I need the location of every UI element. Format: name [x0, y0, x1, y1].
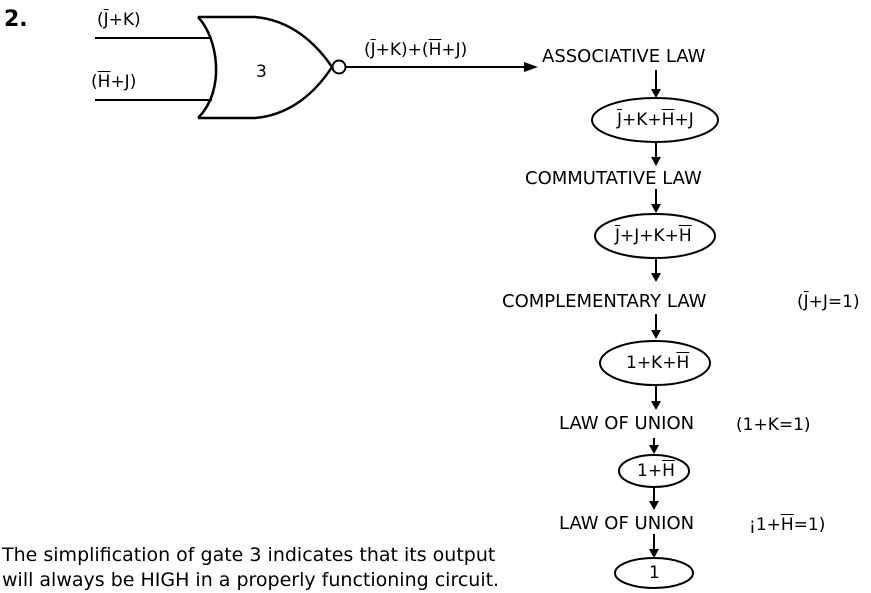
result-expression-3: 1+K+H — [626, 353, 690, 373]
conclusion-line-1: The simplification of gate 3 indicates t… — [2, 544, 496, 566]
result-expression-4: 1+H — [637, 461, 675, 481]
step-note-union-1: (1+K=1) — [736, 415, 811, 435]
gate-back-curve — [197, 16, 218, 119]
step-note-union-2: ¡1+H=1) — [749, 515, 826, 535]
result-expression-5: 1 — [649, 563, 660, 583]
result-ellipse-3 — [599, 340, 711, 386]
step-law-union-1: LAW OF UNION — [559, 413, 695, 434]
flow-arrows — [649, 70, 661, 558]
step-law-commutative: COMMUTATIVE LAW — [525, 168, 702, 189]
conclusion-line-2: will always be HIGH in a properly functi… — [2, 569, 500, 591]
result-expression-2: J+J+K+H — [615, 226, 692, 246]
result-ellipse-1 — [591, 97, 719, 143]
output-arrowhead — [524, 62, 538, 72]
step-note-complementary: (J+J=1) — [797, 292, 860, 312]
gate-label: 3 — [256, 62, 267, 82]
step-law-union-2: LAW OF UNION — [559, 513, 695, 534]
input-b-label: (H+J) — [91, 72, 137, 92]
result-ellipse-2 — [594, 213, 716, 259]
inversion-bubble — [331, 59, 347, 75]
result-ellipse-5 — [614, 557, 694, 589]
result-ellipse-4 — [618, 454, 690, 488]
problem-number: 2. — [4, 7, 28, 32]
result-expression-1: J+K+H+J — [617, 110, 694, 130]
step-law-complementary: COMPLEMENTARY LAW — [502, 291, 707, 312]
step-law-associative: ASSOCIATIVE LAW — [542, 46, 706, 67]
input-a-label: (J+K) — [97, 10, 141, 30]
gate-output-label: (J+K)+(H+J) — [364, 40, 468, 60]
